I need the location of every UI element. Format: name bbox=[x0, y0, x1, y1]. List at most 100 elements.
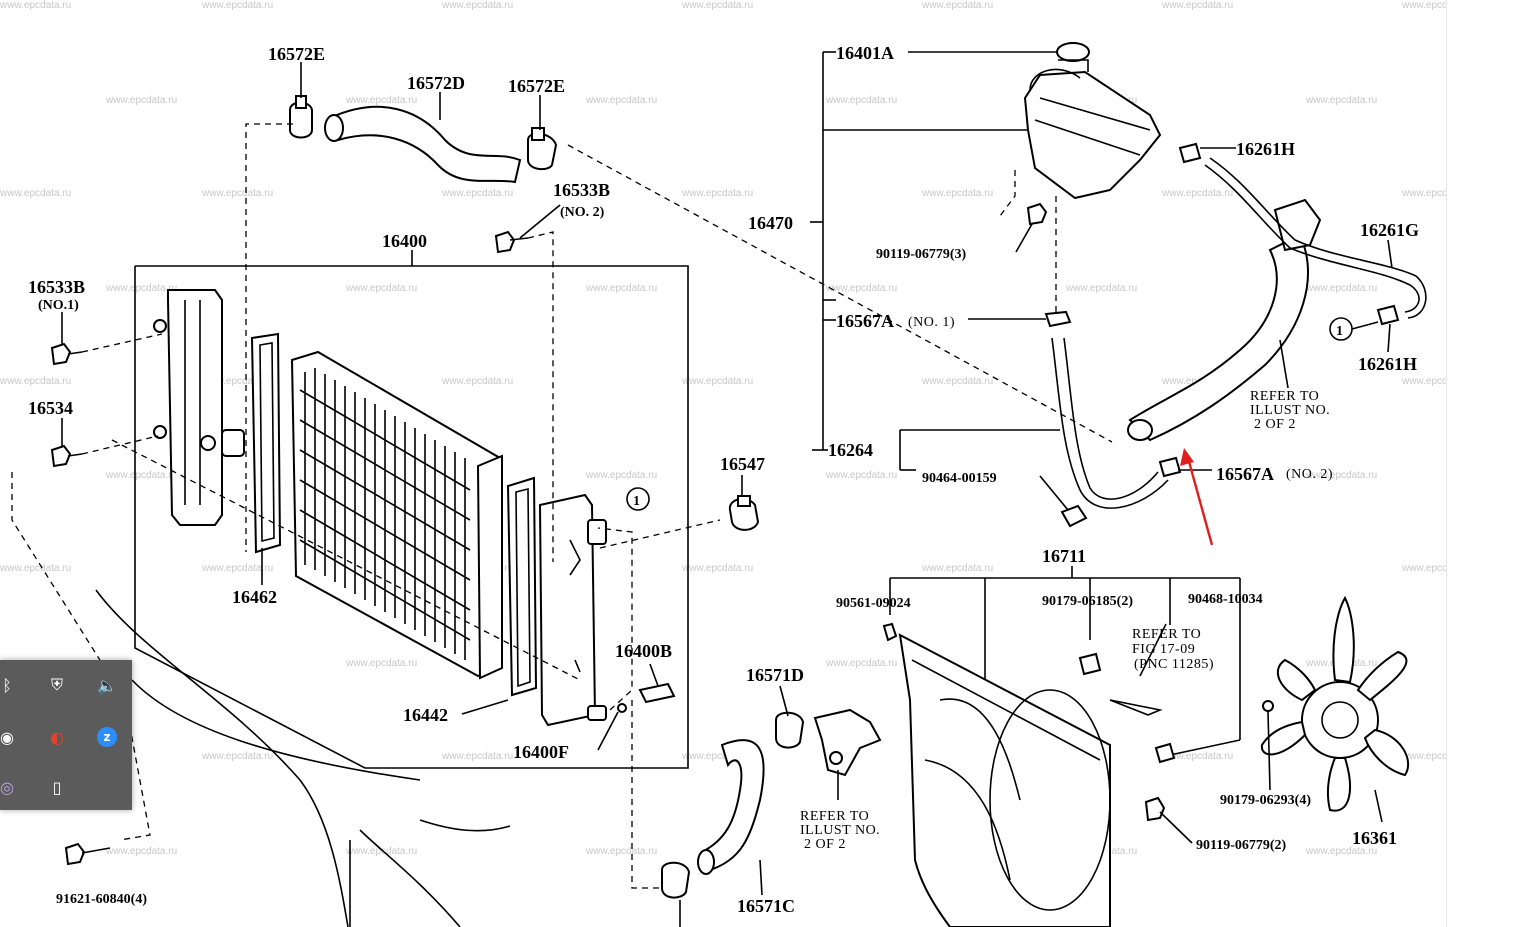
reservoir-tank-16470 bbox=[1023, 70, 1162, 200]
core-fins bbox=[299, 368, 471, 660]
browser-icon[interactable]: ◎ bbox=[0, 777, 14, 797]
svg-text:www.epcdata.ru: www.epcdata.ru bbox=[105, 470, 177, 481]
svg-text:www.epcdata.ru: www.epcdata.ru bbox=[825, 470, 897, 481]
label-16571D: 16571D bbox=[746, 665, 804, 685]
label-16261G: 16261G bbox=[1360, 220, 1419, 240]
gasket-16442 bbox=[506, 476, 538, 697]
clamp-16571-lower bbox=[661, 861, 691, 899]
taskbar-tray-popup: ᛒ ⛨ 🔈 ◉ ◐ z ◎ ▯ bbox=[0, 660, 132, 810]
label-16261H-top: 16261H bbox=[1236, 139, 1295, 159]
svg-text:www.epcdata.ru: www.epcdata.ru bbox=[681, 376, 753, 387]
svg-text:www.epcdata.ru: www.epcdata.ru bbox=[921, 563, 993, 574]
svg-text:www.epcdata.ru: www.epcdata.ru bbox=[585, 283, 657, 294]
body-frame bbox=[95, 589, 511, 927]
refer-note-2-line2: FIG 17-09 bbox=[1132, 642, 1195, 657]
fan-shroud-assembly bbox=[882, 566, 1410, 927]
refer-note-1-line1: REFER TO bbox=[1250, 389, 1319, 404]
svg-text:www.epcdata.ru: www.epcdata.ru bbox=[1401, 563, 1473, 574]
label-90179-2: 90179-06185(2) bbox=[1042, 594, 1133, 609]
svg-text:www.epcdata.ru: www.epcdata.ru bbox=[681, 188, 753, 199]
eye-icon[interactable]: ◉ bbox=[0, 727, 14, 747]
gasket-16462 bbox=[250, 332, 282, 554]
app-icon[interactable]: ◐ bbox=[50, 727, 64, 747]
usb-drive-icon[interactable]: ▯ bbox=[52, 777, 62, 797]
bluetooth-icon[interactable]: ᛒ bbox=[2, 675, 12, 695]
label-16401A: 16401A bbox=[836, 43, 894, 63]
bolt-16533B-no2 bbox=[494, 230, 516, 254]
zoom-icon[interactable]: z bbox=[96, 726, 118, 748]
refer-note-2-line1: REFER TO bbox=[1132, 627, 1201, 642]
label-16400B: 16400B bbox=[615, 641, 672, 661]
clip-16567A-no1 bbox=[1044, 310, 1072, 328]
svg-text:www.epcdata.ru: www.epcdata.ru bbox=[345, 283, 417, 294]
label-16442: 16442 bbox=[403, 705, 448, 725]
radiator-assembly bbox=[11, 95, 1113, 899]
svg-text:www.epcdata.ru: www.epcdata.ru bbox=[1305, 283, 1377, 294]
label-16534: 16534 bbox=[28, 398, 73, 418]
svg-text:www.epcdata.ru: www.epcdata.ru bbox=[1161, 0, 1233, 11]
label-90464: 90464-00159 bbox=[922, 471, 997, 486]
label-16572E-left: 16572E bbox=[268, 44, 325, 64]
svg-text:www.epcdata.ru: www.epcdata.ru bbox=[921, 0, 993, 11]
svg-text:www.epcdata.ru: www.epcdata.ru bbox=[681, 563, 753, 574]
radiator-left-tank bbox=[167, 289, 223, 526]
refer-note-3-line3: 2 OF 2 bbox=[804, 837, 846, 852]
svg-text:www.epcdata.ru: www.epcdata.ru bbox=[921, 376, 993, 387]
watermarks: www.epcdata.ru www.epcdata.ru www.epcdat… bbox=[0, 0, 1473, 857]
radiator-core bbox=[290, 350, 501, 678]
label-90119-2: 90119-06779(2) bbox=[1196, 838, 1287, 853]
svg-text:www.epcdata.ru: www.epcdata.ru bbox=[201, 376, 273, 387]
svg-text:www.epcdata.ru: www.epcdata.ru bbox=[1161, 751, 1233, 762]
label-16533B-no2: 16533B bbox=[553, 180, 610, 200]
label-91621: 91621-60840(4) bbox=[56, 892, 147, 907]
label-16462: 16462 bbox=[232, 587, 277, 607]
svg-text:www.epcdata.ru: www.epcdata.ru bbox=[201, 563, 273, 574]
label-16533B-no1: 16533B bbox=[28, 277, 85, 297]
radiator-right-tank bbox=[538, 493, 597, 727]
label-16567A-no1: 16567A bbox=[836, 311, 894, 331]
fan-shroud-16711 bbox=[898, 633, 1111, 927]
reservoir-cap-16401A bbox=[1056, 42, 1090, 62]
svg-text:www.epcdata.ru: www.epcdata.ru bbox=[1305, 470, 1377, 481]
label-90468: 90468-10034 bbox=[1188, 592, 1263, 607]
leader-lines bbox=[61, 62, 1393, 927]
svg-text:www.epcdata.ru: www.epcdata.ru bbox=[345, 95, 417, 106]
shield-icon[interactable]: ⛨ bbox=[50, 675, 63, 694]
label-16261H-bottom: 16261H bbox=[1358, 354, 1417, 374]
svg-text:www.epcdata.ru: www.epcdata.ru bbox=[345, 658, 417, 669]
speaker-icon[interactable]: 🔈 bbox=[97, 675, 117, 695]
svg-text:www.epcdata.ru: www.epcdata.ru bbox=[441, 376, 513, 387]
svg-text:www.epcdata.ru: www.epcdata.ru bbox=[105, 283, 177, 294]
drain-plug-16400B bbox=[638, 682, 676, 704]
label-16711: 16711 bbox=[1042, 546, 1086, 566]
svg-text:www.epcdata.ru: www.epcdata.ru bbox=[825, 658, 897, 669]
label-16571C: 16571C bbox=[737, 896, 795, 916]
fan-16361 bbox=[1260, 595, 1410, 812]
svg-text:(NO. 1): (NO. 1) bbox=[908, 315, 955, 330]
svg-text:(NO.1): (NO.1) bbox=[38, 298, 79, 313]
svg-text:www.epcdata.ru: www.epcdata.ru bbox=[441, 0, 513, 11]
refer-note-1-line2: ILLUST NO. bbox=[1250, 403, 1330, 418]
water-outlet bbox=[813, 708, 882, 777]
label-16567A-no2: 16567A bbox=[1216, 464, 1274, 484]
svg-text:www.epcdata.ru: www.epcdata.ru bbox=[585, 846, 657, 857]
svg-text:www.epcdata.ru: www.epcdata.ru bbox=[1401, 751, 1473, 762]
svg-text:www.epcdata.ru: www.epcdata.ru bbox=[201, 0, 273, 11]
svg-text:www.epcdata.ru: www.epcdata.ru bbox=[0, 0, 71, 11]
bolt-16533B-no1 bbox=[50, 342, 72, 366]
clip-16261H-bottom bbox=[1376, 304, 1400, 326]
svg-text:www.epcdata.ru: www.epcdata.ru bbox=[921, 188, 993, 199]
svg-text:www.epcdata.ru: www.epcdata.ru bbox=[0, 563, 71, 574]
label-16361: 16361 bbox=[1352, 828, 1397, 848]
svg-text:(NO. 2): (NO. 2) bbox=[1286, 467, 1333, 482]
svg-text:1: 1 bbox=[1336, 324, 1343, 339]
right-empty-panel bbox=[1446, 0, 1535, 927]
svg-text:www.epcdata.ru: www.epcdata.ru bbox=[681, 751, 753, 762]
svg-text:www.epcdata.ru: www.epcdata.ru bbox=[345, 846, 417, 857]
svg-text:www.epcdata.ru: www.epcdata.ru bbox=[1401, 188, 1473, 199]
svg-text:www.epcdata.ru: www.epcdata.ru bbox=[585, 95, 657, 106]
red-arrow bbox=[1180, 448, 1214, 546]
svg-text:www.epcdata.ru: www.epcdata.ru bbox=[201, 188, 273, 199]
svg-text:www.epcdata.ru: www.epcdata.ru bbox=[1161, 188, 1233, 199]
svg-text:www.epcdata.ru: www.epcdata.ru bbox=[1305, 95, 1377, 106]
